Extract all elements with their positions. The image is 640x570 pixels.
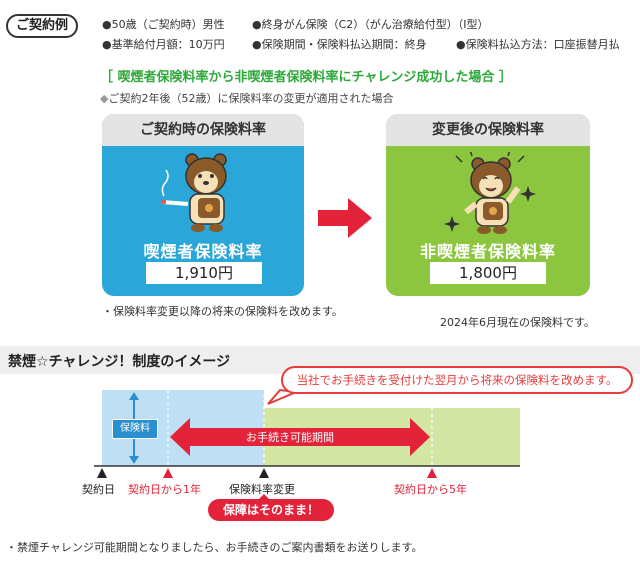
condition-payment: ●保険料払込方法：口座振替月払 <box>456 38 620 51</box>
diamond-icon: ◆ <box>100 92 109 105</box>
procedure-period-arrow <box>170 418 430 456</box>
condition-base-benefit: ●基準給付月額：10万円 <box>102 38 225 51</box>
callout-box: 当社でお手続きを受付けた翌月から将来の保険料を改めます。 <box>281 366 633 394</box>
right-arrow-icon <box>318 198 372 238</box>
card-after-header: 変更後の保険料率 <box>386 114 590 146</box>
card-before-price: 1,910円 <box>146 262 262 284</box>
card-after-label: 非喫煙者保険料率 <box>419 242 556 261</box>
note-left: ・保険料率変更以降の将来の保険料を改めます。 <box>102 305 343 318</box>
smoking-bear-icon <box>161 153 227 232</box>
tick-rate-change: 保険料率変更 <box>229 483 295 496</box>
challenge-title: ［ 喫煙者保険料率から非喫煙者保険料率にチャレンジ成功した場合 ］ <box>100 70 512 85</box>
tick-contract-date: 契約日 <box>82 483 115 496</box>
example-label: ご契約例 <box>6 14 78 38</box>
bottom-note: ・禁煙チャレンジ可能期間となりましたら、お手続きのご案内書類をお送りします。 <box>6 541 423 554</box>
challenge-subtitle-text: ご契約2年後（52歳）に保険料率の変更が適用された場合 <box>108 92 394 105</box>
note-right: 2024年6月現在の保険料です。 <box>440 316 595 329</box>
card-before-label: 喫煙者保険料率 <box>143 242 263 261</box>
card-before: ご契約時の保険料率 喫煙者保険料率 1,910円 <box>102 114 304 296</box>
premium-label: 保険料 <box>112 419 158 439</box>
coverage-unchanged-pill: 保障はそのまま！ <box>208 499 334 521</box>
card-after: 変更後の保険料率 非喫煙者保険料率 1,800円 <box>386 114 590 296</box>
tick-five-years: 契約日から5年 <box>394 483 467 496</box>
procedure-period-label: お手続き可能期間 <box>246 431 334 444</box>
tick-one-year: 契約日から1年 <box>128 483 201 496</box>
section-title: 禁煙☆チャレンジ！制度のイメージ <box>8 354 231 370</box>
condition-period: ●保険期間・保険料払込期間：終身 <box>252 38 427 51</box>
card-before-header: ご契約時の保険料率 <box>102 114 304 146</box>
card-after-price: 1,800円 <box>430 262 546 284</box>
happy-bear-icon <box>444 152 536 234</box>
challenge-subtitle: ◆ご契約2年後（52歳）に保険料率の変更が適用された場合 <box>100 90 393 106</box>
condition-age: ●50歳（ご契約時）男性 <box>102 18 225 31</box>
condition-product: ●終身がん保険（C2）（がん治療給付型）（Ⅰ型） <box>252 18 489 31</box>
